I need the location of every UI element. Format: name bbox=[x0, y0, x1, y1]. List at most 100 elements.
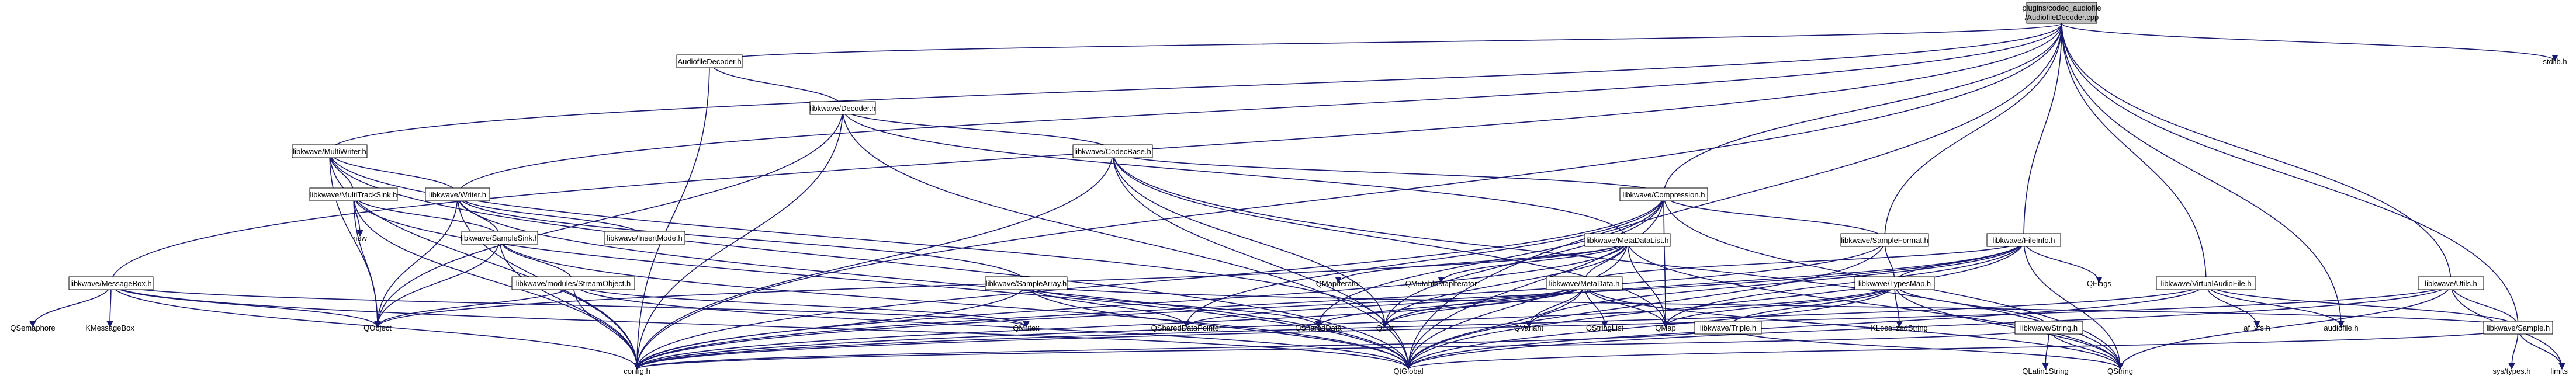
node-messagebox-h[interactable]: libkwave/MessageBox.h bbox=[68, 276, 154, 290]
node-sys-types-h[interactable]: sys/types.h bbox=[2492, 367, 2530, 375]
node-string-h[interactable]: libkwave/String.h bbox=[2014, 321, 2083, 335]
edge-vaf-to-qglob bbox=[1405, 283, 2207, 370]
svg-text:QString: QString bbox=[2107, 367, 2133, 375]
svg-text:libkwave/String.h: libkwave/String.h bbox=[2020, 324, 2078, 332]
node-audiofile-h[interactable]: audiofile.h bbox=[2324, 324, 2358, 332]
node-typesmap-h[interactable]: libkwave/TypesMap.h bbox=[1854, 276, 1935, 290]
edge-ss-to-qobj bbox=[374, 237, 500, 328]
node-writer-h[interactable]: libkwave/Writer.h bbox=[425, 187, 490, 201]
edge-mts-to-qglob bbox=[353, 194, 1412, 370]
edge-comp-to-qmap bbox=[1662, 194, 1669, 328]
svg-text:QMutex: QMutex bbox=[1013, 324, 1040, 332]
edge-fi-to-qfl bbox=[2023, 239, 2103, 284]
edge-sa-to-qglob bbox=[1026, 283, 1412, 370]
edge-sa-to-qsdp bbox=[1026, 283, 1190, 328]
node-virtualaudiofile-h[interactable]: libkwave/VirtualAudioFile.h bbox=[2156, 276, 2256, 290]
node-sample-h[interactable]: libkwave/Sample.h bbox=[2483, 321, 2553, 335]
node-qflags[interactable]: QFlags bbox=[2087, 279, 2111, 288]
edge-ut-to-qstr bbox=[2117, 283, 2452, 370]
node-compression-h[interactable]: libkwave/Compression.h bbox=[1619, 187, 1708, 201]
node-streamobject-h[interactable]: libkwave/modules/StreamObject.h bbox=[511, 276, 635, 290]
node-utils-h[interactable]: libkwave/Utils.h bbox=[2418, 276, 2484, 290]
edge-codec-to-qlist bbox=[1112, 151, 1389, 328]
node-multiwriter-h[interactable]: libkwave/MultiWriter.h bbox=[292, 144, 368, 158]
node-qstringlist[interactable]: QStringList bbox=[1586, 324, 1624, 332]
node-stdlib-h[interactable]: stdlib.h bbox=[2543, 57, 2567, 66]
edge-comp-to-qsdp bbox=[1183, 194, 1664, 328]
node-new[interactable]: new bbox=[353, 234, 367, 242]
node-insertmode-h[interactable]: libkwave/InsertMode.h bbox=[604, 231, 685, 245]
edge-fi-to-qmap bbox=[1662, 239, 2024, 328]
edge-root-to-sf bbox=[1881, 23, 2062, 241]
svg-text:libkwave/MetaDataList.h: libkwave/MetaDataList.h bbox=[1587, 236, 1669, 245]
node-qsemaphore[interactable]: QSemaphore bbox=[10, 324, 55, 332]
edge-so-to-cfg bbox=[573, 283, 640, 370]
edge-mb-to-qobj bbox=[110, 283, 381, 328]
edge-tr-to-cfg bbox=[633, 327, 1729, 370]
node-qstring[interactable]: QString bbox=[2107, 367, 2133, 375]
node-audiofiledecoder-h[interactable]: AudiofileDecoder.h bbox=[676, 54, 743, 68]
node-samplearray-h[interactable]: libkwave/SampleArray.h bbox=[985, 276, 1068, 290]
node-qmutablemapiterator[interactable]: QMutableMapIterator bbox=[1405, 279, 1478, 288]
node-kmessagebox[interactable]: KMessageBox bbox=[85, 324, 134, 332]
edge-str-to-cfg bbox=[634, 327, 2049, 370]
edge-tm-to-qstr bbox=[1894, 283, 2124, 370]
node-codecbase-h[interactable]: libkwave/CodecBase.h bbox=[1072, 144, 1153, 158]
svg-text:QMapIterator: QMapIterator bbox=[1316, 279, 1361, 288]
edge-so-to-qmtx bbox=[573, 283, 1030, 328]
node-samplesink-h[interactable]: libkwave/SampleSink.h bbox=[461, 231, 539, 245]
edge-dec-to-codec bbox=[842, 107, 1116, 152]
node-qlist[interactable]: QList bbox=[1376, 324, 1394, 332]
node-qshareddatapointer[interactable]: QSharedDataPointer bbox=[1151, 324, 1222, 332]
edge-dec-to-qglob bbox=[842, 107, 1412, 370]
svg-text:libkwave/modules/StreamObject.: libkwave/modules/StreamObject.h bbox=[516, 279, 631, 288]
node-decoder-h[interactable]: libkwave/Decoder.h bbox=[809, 101, 876, 115]
edge-mb-to-qmtx bbox=[110, 283, 1030, 328]
svg-text:AudiofileDecoder.h: AudiofileDecoder.h bbox=[677, 57, 741, 66]
node-config-h[interactable]: config.h bbox=[624, 367, 650, 375]
node-multitracksink-h[interactable]: libkwave/MultiTrackSink.h bbox=[309, 187, 398, 201]
node-fileinfo-h[interactable]: libkwave/FileInfo.h bbox=[1986, 233, 2061, 247]
node-root-audiofiledecoder-cpp[interactable]: plugins/codec_audiofile /AudiofileDecode… bbox=[2022, 2, 2101, 24]
svg-text:libkwave/Writer.h: libkwave/Writer.h bbox=[429, 190, 486, 199]
svg-text:KLocalizedString: KLocalizedString bbox=[1871, 324, 1928, 332]
svg-text:sys/types.h: sys/types.h bbox=[2492, 367, 2530, 375]
svg-text:libkwave/Compression.h: libkwave/Compression.h bbox=[1623, 190, 1705, 199]
node-qshareddata[interactable]: QSharedData bbox=[1295, 324, 1342, 332]
edge-mb-to-cfg bbox=[110, 283, 640, 370]
svg-text:QLatin1String: QLatin1String bbox=[2022, 367, 2069, 375]
node-af-vfs-h[interactable]: af_vfs.h bbox=[2243, 324, 2270, 332]
edge-sf-to-cfg bbox=[633, 239, 1885, 370]
edge-mb-to-qglob bbox=[110, 283, 1412, 370]
node-sampleformat-h[interactable]: libkwave/SampleFormat.h bbox=[1840, 233, 1929, 247]
node-limits[interactable]: limits bbox=[2550, 367, 2568, 375]
node-qmutex[interactable]: QMutex bbox=[1013, 324, 1040, 332]
edge-mts-to-qobj bbox=[353, 194, 381, 328]
edge-mdl-to-qglob bbox=[1405, 239, 1628, 370]
node-qtglobal[interactable]: QtGlobal bbox=[1393, 367, 1423, 375]
node-metadatalist-h[interactable]: libkwave/MetaDataList.h bbox=[1584, 233, 1671, 247]
edge-afdec-to-dec bbox=[709, 61, 846, 109]
node-metadata-h[interactable]: libkwave/MetaData.h bbox=[1546, 276, 1623, 290]
svg-text:libkwave/MetaData.h: libkwave/MetaData.h bbox=[1549, 279, 1620, 288]
edge-fi-to-cfg bbox=[633, 239, 2024, 370]
node-klocalizedstring[interactable]: KLocalizedString bbox=[1871, 324, 1928, 332]
edge-tm-to-cfg bbox=[633, 283, 1895, 370]
edge-root-to-smp bbox=[2061, 23, 2522, 329]
svg-text:libkwave/Sample.h: libkwave/Sample.h bbox=[2487, 324, 2550, 332]
node-qmapiterator[interactable]: QMapIterator bbox=[1316, 279, 1361, 288]
svg-text:libkwave/Triple.h: libkwave/Triple.h bbox=[1700, 324, 1756, 332]
node-qvariant[interactable]: QVariant bbox=[1514, 324, 1544, 332]
svg-text:QSharedDataPointer: QSharedDataPointer bbox=[1151, 324, 1222, 332]
edge-mb-to-qsem bbox=[29, 283, 112, 328]
node-qlatin1string[interactable]: QLatin1String bbox=[2022, 367, 2069, 375]
edge-root-to-vaf bbox=[2061, 23, 2210, 284]
node-triple-h[interactable]: libkwave/Triple.h bbox=[1694, 321, 1762, 335]
svg-text:af_vfs.h: af_vfs.h bbox=[2243, 324, 2270, 332]
svg-text:limits: limits bbox=[2550, 367, 2568, 375]
node-qmap[interactable]: QMap bbox=[1655, 324, 1675, 332]
svg-text:libkwave/TypesMap.h: libkwave/TypesMap.h bbox=[1858, 279, 1931, 288]
node-qobject[interactable]: QObject bbox=[363, 324, 392, 332]
svg-text:QMutableMapIterator: QMutableMapIterator bbox=[1405, 279, 1478, 288]
